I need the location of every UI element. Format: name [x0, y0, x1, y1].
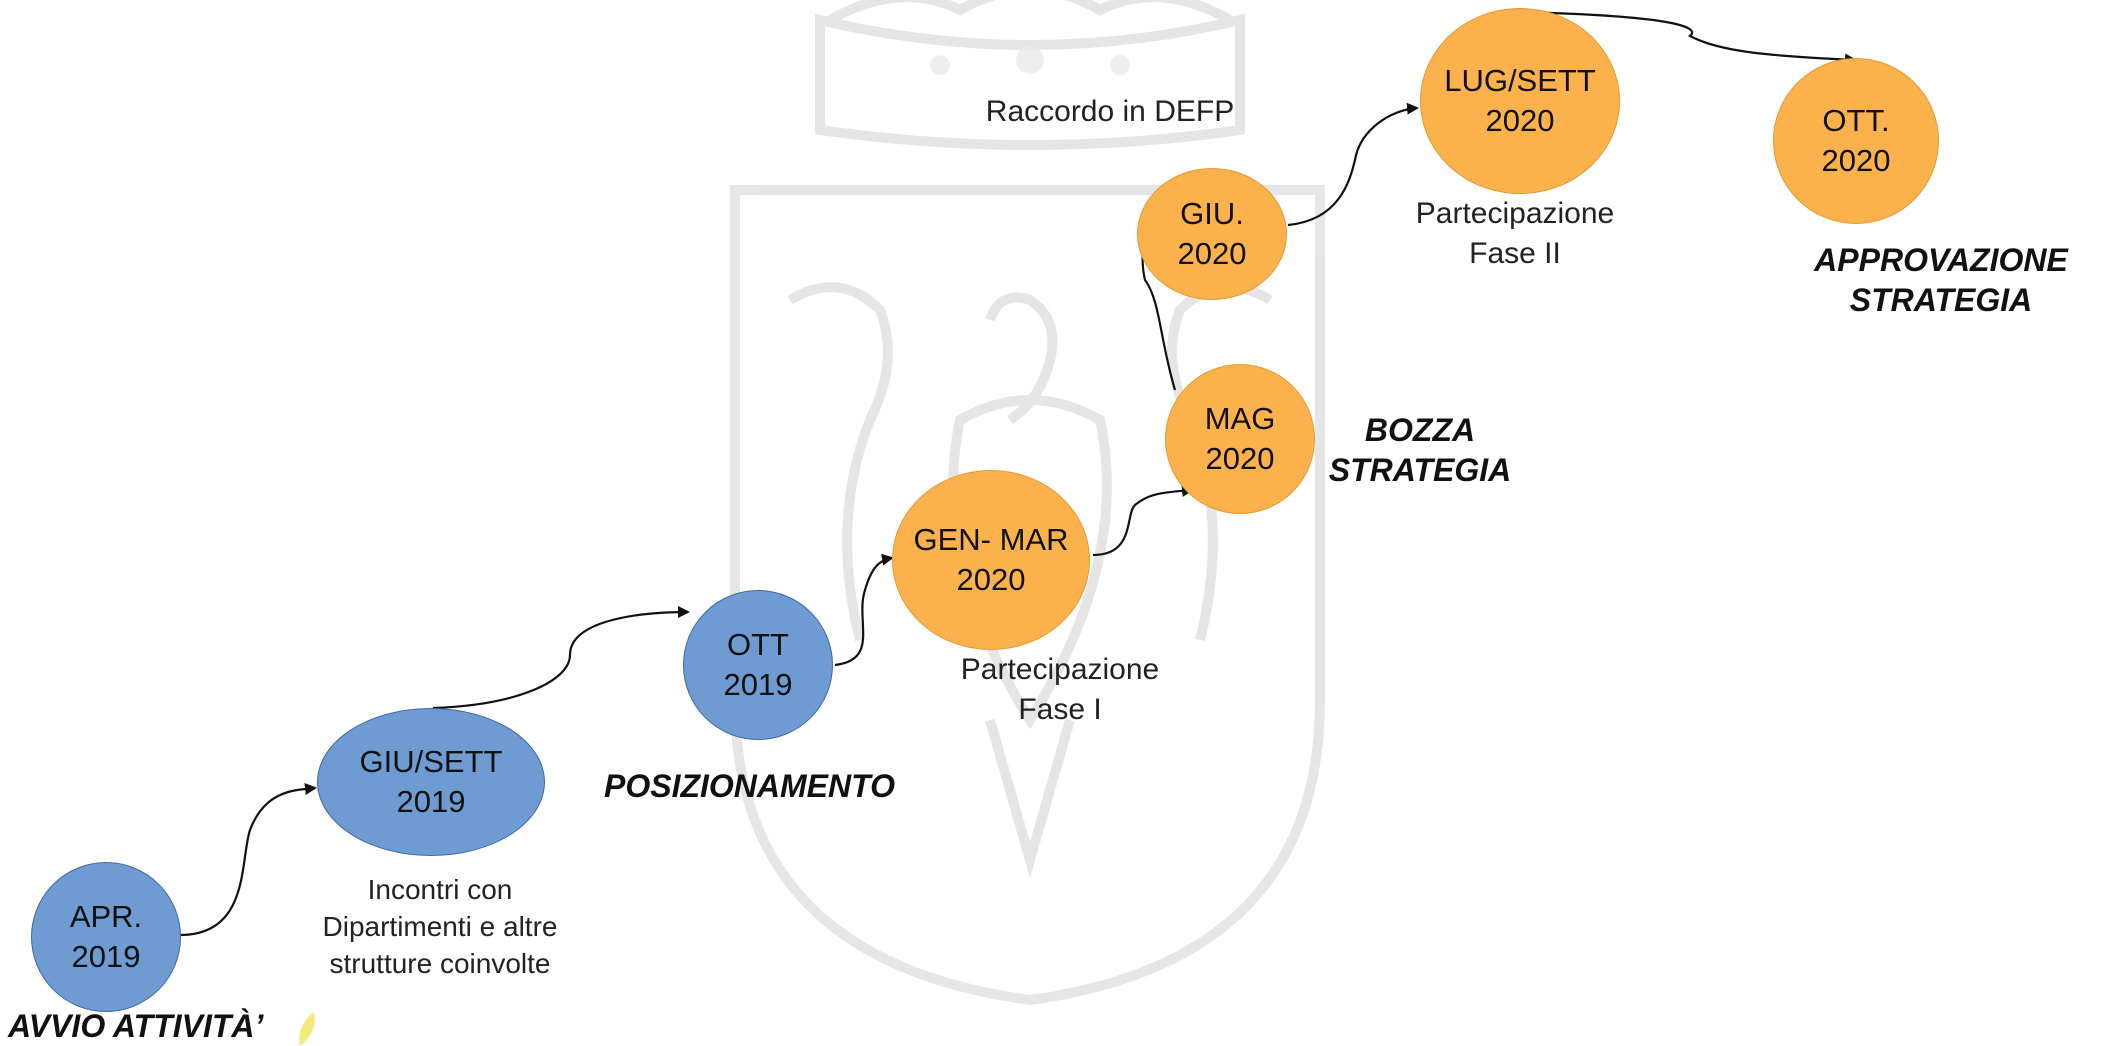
caption-line: Partecipazione	[960, 653, 1160, 686]
milestone-bozza-strategia: BOZZA STRATEGIA	[1320, 410, 1520, 490]
caption-line: Dipartimenti e altre	[322, 910, 558, 942]
arrow-lugsett-to-ott	[1519, 10, 1857, 66]
caption-line: Partecipazione	[1415, 197, 1615, 230]
crown-gem	[1016, 46, 1044, 74]
node-year: 2020	[1205, 441, 1275, 476]
leaf-decoration-icon	[299, 1012, 315, 1046]
timeline-node-giu-2020: GIU. 2020	[1137, 168, 1287, 300]
node-year: 2020	[1821, 143, 1891, 178]
timeline-node-apr-2019: APR. 2019	[31, 862, 181, 1012]
caption-line: strutture coinvolte	[329, 947, 551, 979]
eagle-wing-left	[787, 282, 893, 642]
node-month: GEN- MAR	[913, 521, 1069, 557]
arrow-giu-to-lugsett	[1287, 102, 1419, 227]
caption-line: Fase II	[1469, 236, 1561, 270]
timeline-node-mag-2020: MAG 2020	[1165, 364, 1315, 514]
timeline-node-gen-mar-2020: GEN- MAR 2020	[892, 470, 1090, 650]
caption-line: Fase I	[1018, 692, 1102, 726]
node-month: MAG	[1204, 400, 1276, 436]
caption-raccordo-defp: Raccordo in DEFP	[985, 95, 1235, 128]
timeline-node-lug-sett-2020: LUG/SETT 2020	[1420, 8, 1620, 194]
milestone-line: BOZZA	[1364, 412, 1476, 448]
caption-incontri: Incontri con Dipartimenti e altre strutt…	[300, 872, 580, 983]
milestone-posizionamento: POSIZIONAMENTO	[604, 768, 895, 804]
node-month: APR.	[69, 898, 143, 934]
milestone-line: APPROVAZIONE	[1814, 242, 2068, 278]
caption-line: Incontri con	[367, 874, 513, 905]
crown-gem	[930, 55, 950, 75]
arrow-giusett-to-ott	[432, 606, 690, 710]
node-year: 2020	[1177, 236, 1247, 271]
node-year: 2019	[723, 667, 793, 702]
caption-partecipazione-fase-2: Partecipazione Fase II	[1370, 194, 1660, 273]
arrow-ott-to-genmar	[834, 553, 894, 667]
arrow-apr-to-giusett	[179, 783, 317, 937]
node-month: GIU.	[1180, 195, 1244, 231]
crown-gem	[1110, 55, 1130, 75]
crown-band	[815, 13, 1245, 150]
node-month: GIU/SETT	[359, 743, 503, 779]
eagle-tail	[985, 718, 1075, 879]
caption-partecipazione-fase-1: Partecipazione Fase I	[915, 650, 1205, 729]
node-year: 2019	[396, 784, 466, 819]
node-month: OTT	[727, 626, 789, 662]
shield-outline	[730, 185, 1325, 1006]
timeline-node-ott-2020: OTT. 2020	[1773, 58, 1939, 224]
node-year: 2020	[956, 562, 1026, 597]
arrow-genmar-to-mag	[1092, 484, 1194, 557]
node-month: LUG/SETT	[1444, 62, 1596, 98]
milestone-line: STRATEGIA	[1849, 282, 2033, 318]
milestone-avvio-attivita: AVVIO ATTIVITÀ’	[8, 1008, 264, 1044]
milestone-line: STRATEGIA	[1328, 452, 1512, 488]
node-year: 2019	[71, 939, 141, 974]
timeline-node-ott-2019: OTT 2019	[683, 590, 833, 740]
timeline-node-giu-sett-2019: GIU/SETT 2019	[317, 708, 545, 856]
milestone-approvazione-strategia: APPROVAZIONE STRATEGIA	[1786, 240, 2096, 320]
node-month: OTT.	[1822, 102, 1890, 138]
node-year: 2020	[1485, 103, 1555, 138]
